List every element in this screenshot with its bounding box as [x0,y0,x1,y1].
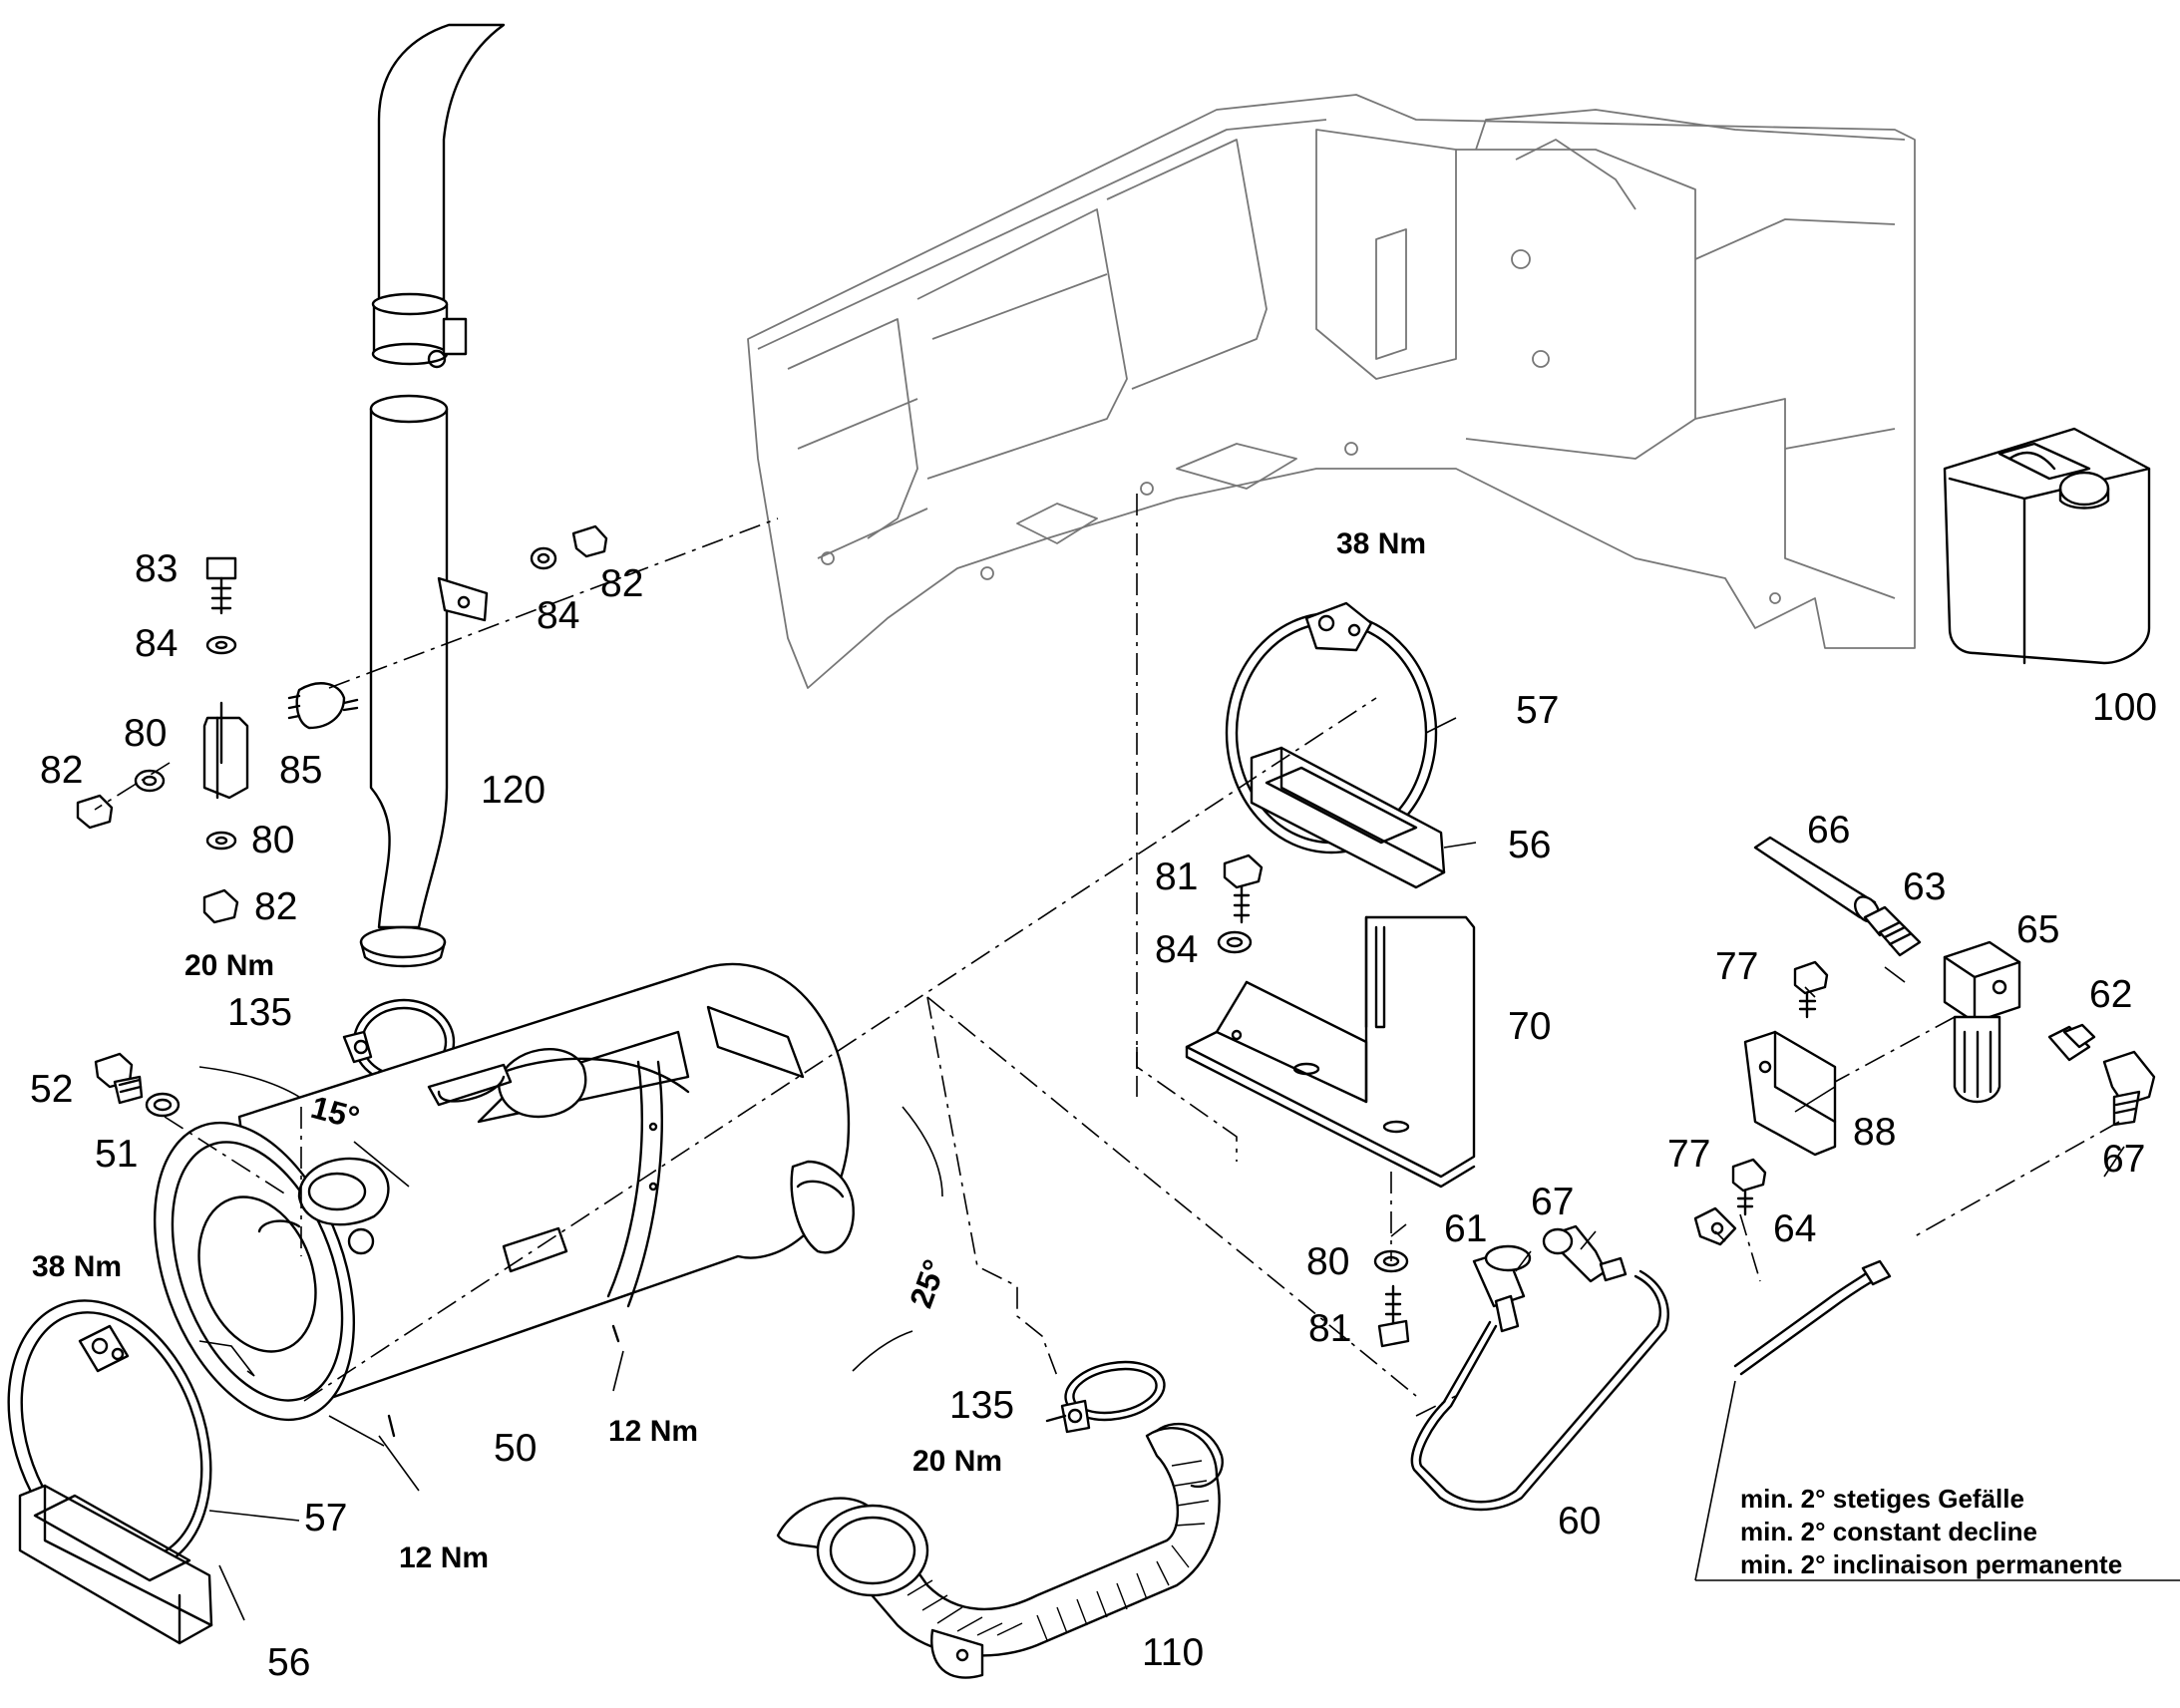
fitting-61 [1472,1244,1532,1333]
label-51: 51 [95,1133,138,1176]
note-line-de: min. 2° stetiges Gefälle [1740,1484,2024,1514]
bracket-56-lower [18,1484,213,1645]
bolt-77-lower [1731,1158,1767,1216]
label-110: 110 [1142,1631,1204,1674]
fitting-62 [2047,1023,2096,1062]
label-77-upper: 77 [1715,945,1758,988]
torque-20nm-lower: 20 Nm [912,1445,1002,1478]
leader-lines [198,717,2180,1621]
vehicle-frame [747,94,1916,689]
center-lines [94,494,2120,1417]
label-84-left: 84 [135,622,178,665]
label-120: 120 [481,769,545,812]
label-83: 83 [135,547,178,590]
part-labels: 83 84 80 82 85 80 82 82 84 120 135 52 51… [30,547,2157,1684]
clip-64 [1693,1206,1737,1246]
flex-hose-110 [776,1422,1224,1679]
label-80-top: 80 [124,712,167,755]
clamp-135-lower [1045,1360,1166,1434]
note-line-en: min. 2° constant decline [1740,1517,2037,1546]
label-57-upper: 57 [1516,689,1559,732]
label-67-right: 67 [2102,1138,2145,1181]
label-56-lower: 56 [267,1641,310,1684]
label-81-lower: 81 [1308,1307,1351,1350]
label-88: 88 [1853,1111,1896,1154]
exhaust-pipe-120 [359,23,506,968]
isolator-mount-assembly [76,524,608,924]
bracket-88 [1743,1030,1837,1157]
fuel-line-60 [1410,1259,1892,1512]
bracket-70 [1185,915,1476,1189]
torque-38nm-lower: 38 Nm [32,1250,122,1283]
label-82-left: 82 [40,749,83,792]
torque-12nm-bottom: 12 Nm [399,1541,489,1574]
label-100: 100 [2092,686,2157,729]
torque-38nm-upper: 38 Nm [1336,527,1426,560]
label-84-right: 84 [537,594,579,637]
torque-12nm-right: 12 Nm [608,1415,698,1448]
elbow-fitting-67-right [2102,1050,2156,1127]
label-65: 65 [2016,908,2059,951]
note-line-fr: min. 2° inclinaison permanente [1740,1549,2122,1579]
bracket-56-upper [1250,746,1446,889]
label-67-left: 67 [1531,1181,1574,1223]
label-77-lower: 77 [1667,1133,1710,1176]
label-82-right: 82 [600,562,643,605]
label-70: 70 [1508,1005,1551,1048]
fitting-63 [1863,905,1922,957]
fitting-67-left [1542,1224,1628,1283]
angle-arcs [198,1066,943,1372]
label-135-lower: 135 [949,1384,1014,1427]
label-60: 60 [1558,1500,1601,1542]
label-66: 66 [1807,809,1850,852]
label-50: 50 [494,1427,537,1470]
label-82-bottom: 82 [254,885,297,928]
label-52: 52 [30,1068,73,1111]
label-63: 63 [1903,865,1946,908]
label-62: 62 [2089,973,2132,1016]
label-64: 64 [1773,1207,1816,1250]
hose-66 [1753,836,1881,923]
muffler-50 [153,962,855,1438]
fuel-line-slope-note: min. 2° stetiges Gefälle min. 2° constan… [1740,1484,2122,1579]
label-85: 85 [279,749,322,792]
label-81-upper: 81 [1155,855,1198,898]
torque-labels: 20 Nm 38 Nm 12 Nm 12 Nm 20 Nm 38 Nm [32,527,1426,1574]
bolt-77-upper [1793,960,1829,1019]
canister-100 [1943,427,2151,665]
label-80-bottom: 80 [251,819,294,861]
label-135-upper: 135 [227,991,292,1034]
label-84-bracket: 84 [1155,928,1198,971]
fuel-filter-65 [1943,940,2021,1104]
label-57-lower: 57 [304,1497,347,1539]
plug-52-seal-51 [94,1052,181,1118]
label-56-upper: 56 [1508,824,1551,866]
label-61: 61 [1444,1207,1487,1250]
angle-25-label: 25° [903,1255,952,1313]
label-80-bracket: 80 [1306,1240,1349,1283]
torque-20nm-upper: 20 Nm [184,949,274,982]
